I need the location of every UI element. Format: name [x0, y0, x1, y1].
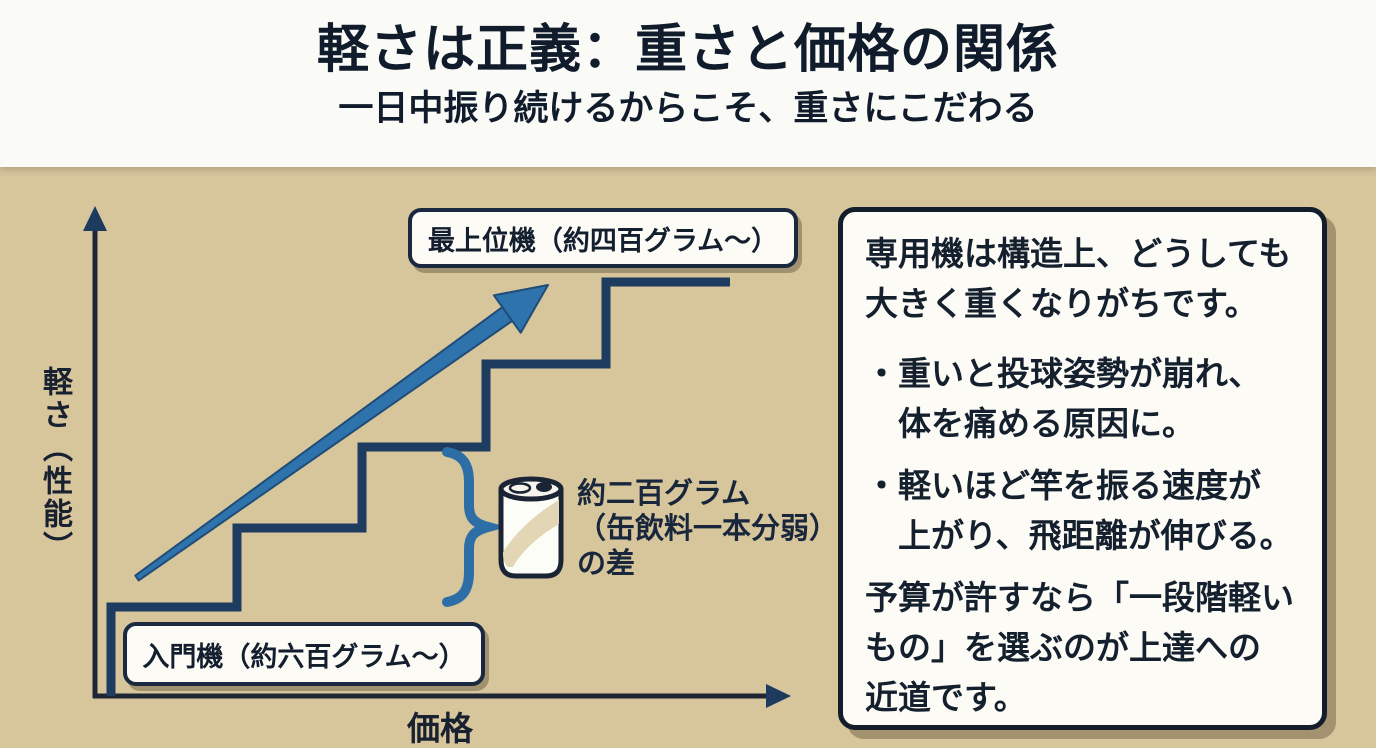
diff-note-line: の差 [577, 548, 636, 580]
entry-model-label: 入門機（約六百グラム〜） [123, 622, 485, 686]
x-axis-arrowhead-icon [766, 684, 791, 708]
diff-note-line: 約二百グラム [577, 478, 751, 510]
step-chart-canvas [83, 206, 791, 708]
panel-conclusion: 予算が許すなら「一段階軽い もの」を選ぶのが上達への 近道です。 [865, 573, 1300, 723]
top-model-label-text: 最上位機（約四百グラム〜） [427, 225, 779, 256]
y-axis-label: 軽さ（性能） [38, 366, 71, 564]
panel-bullet-line: 体を痛める原因に。 [898, 405, 1195, 442]
panel-intro-line: 大きく重くなりがちです。 [865, 285, 1258, 322]
explanation-panel: 専用機は構造上、どうしても 大きく重くなりがちです。 ・重いと投球姿勢が崩れ、 … [838, 207, 1327, 730]
x-axis-label: 価格 [407, 710, 473, 747]
panel-conclusion-line: 近道です。 [865, 679, 1027, 716]
panel-bullet-line: ・重いと投球姿勢が崩れ、 [865, 355, 1262, 392]
header: 軽さは正義：重さと価格の関係 一日中振り続けるからこそ、重さにこだわる [0, 0, 1376, 167]
staircase-steps-icon [106, 277, 730, 696]
panel-bullet-line: 上がり、飛距離が伸びる。 [898, 517, 1293, 554]
difference-brace-icon [442, 447, 508, 607]
page-title: 軽さは正義：重さと価格の関係 [316, 21, 1059, 79]
y-axis-arrowhead-icon [83, 206, 107, 231]
panel-bullet-2: ・軽いほど竿を振る速度が 上がり、飛距離が伸びる。 [865, 461, 1300, 561]
weight-difference-note: 約二百グラム （缶飲料一本分弱） の差 [577, 477, 838, 582]
y-axis [83, 206, 107, 698]
panel-intro-line: 専用機は構造上、どうしても [865, 235, 1292, 272]
top-model-label: 最上位機（約四百グラム〜） [408, 208, 798, 268]
beverage-can-icon [498, 476, 564, 579]
entry-model-label-text: 入門機（約六百グラム〜） [142, 641, 466, 672]
panel-bullet-1: ・重いと投球姿勢が崩れ、 体を痛める原因に。 [865, 349, 1300, 449]
page-subtitle: 一日中振り続けるからこそ、重さにこだわる [338, 89, 1038, 128]
panel-intro: 専用機は構造上、どうしても 大きく重くなりがちです。 [865, 229, 1300, 329]
panel-conclusion-line: もの」を選ぶのが上達への [865, 629, 1261, 666]
panel-bullet-line: ・軽いほど竿を振る速度が [865, 467, 1261, 504]
x-axis [93, 684, 791, 708]
diff-note-line: （缶飲料一本分弱） [577, 513, 839, 545]
panel-conclusion-line: 予算が許すなら「一段階軽い [865, 579, 1294, 616]
upward-trend-arrow-icon [134, 284, 549, 582]
